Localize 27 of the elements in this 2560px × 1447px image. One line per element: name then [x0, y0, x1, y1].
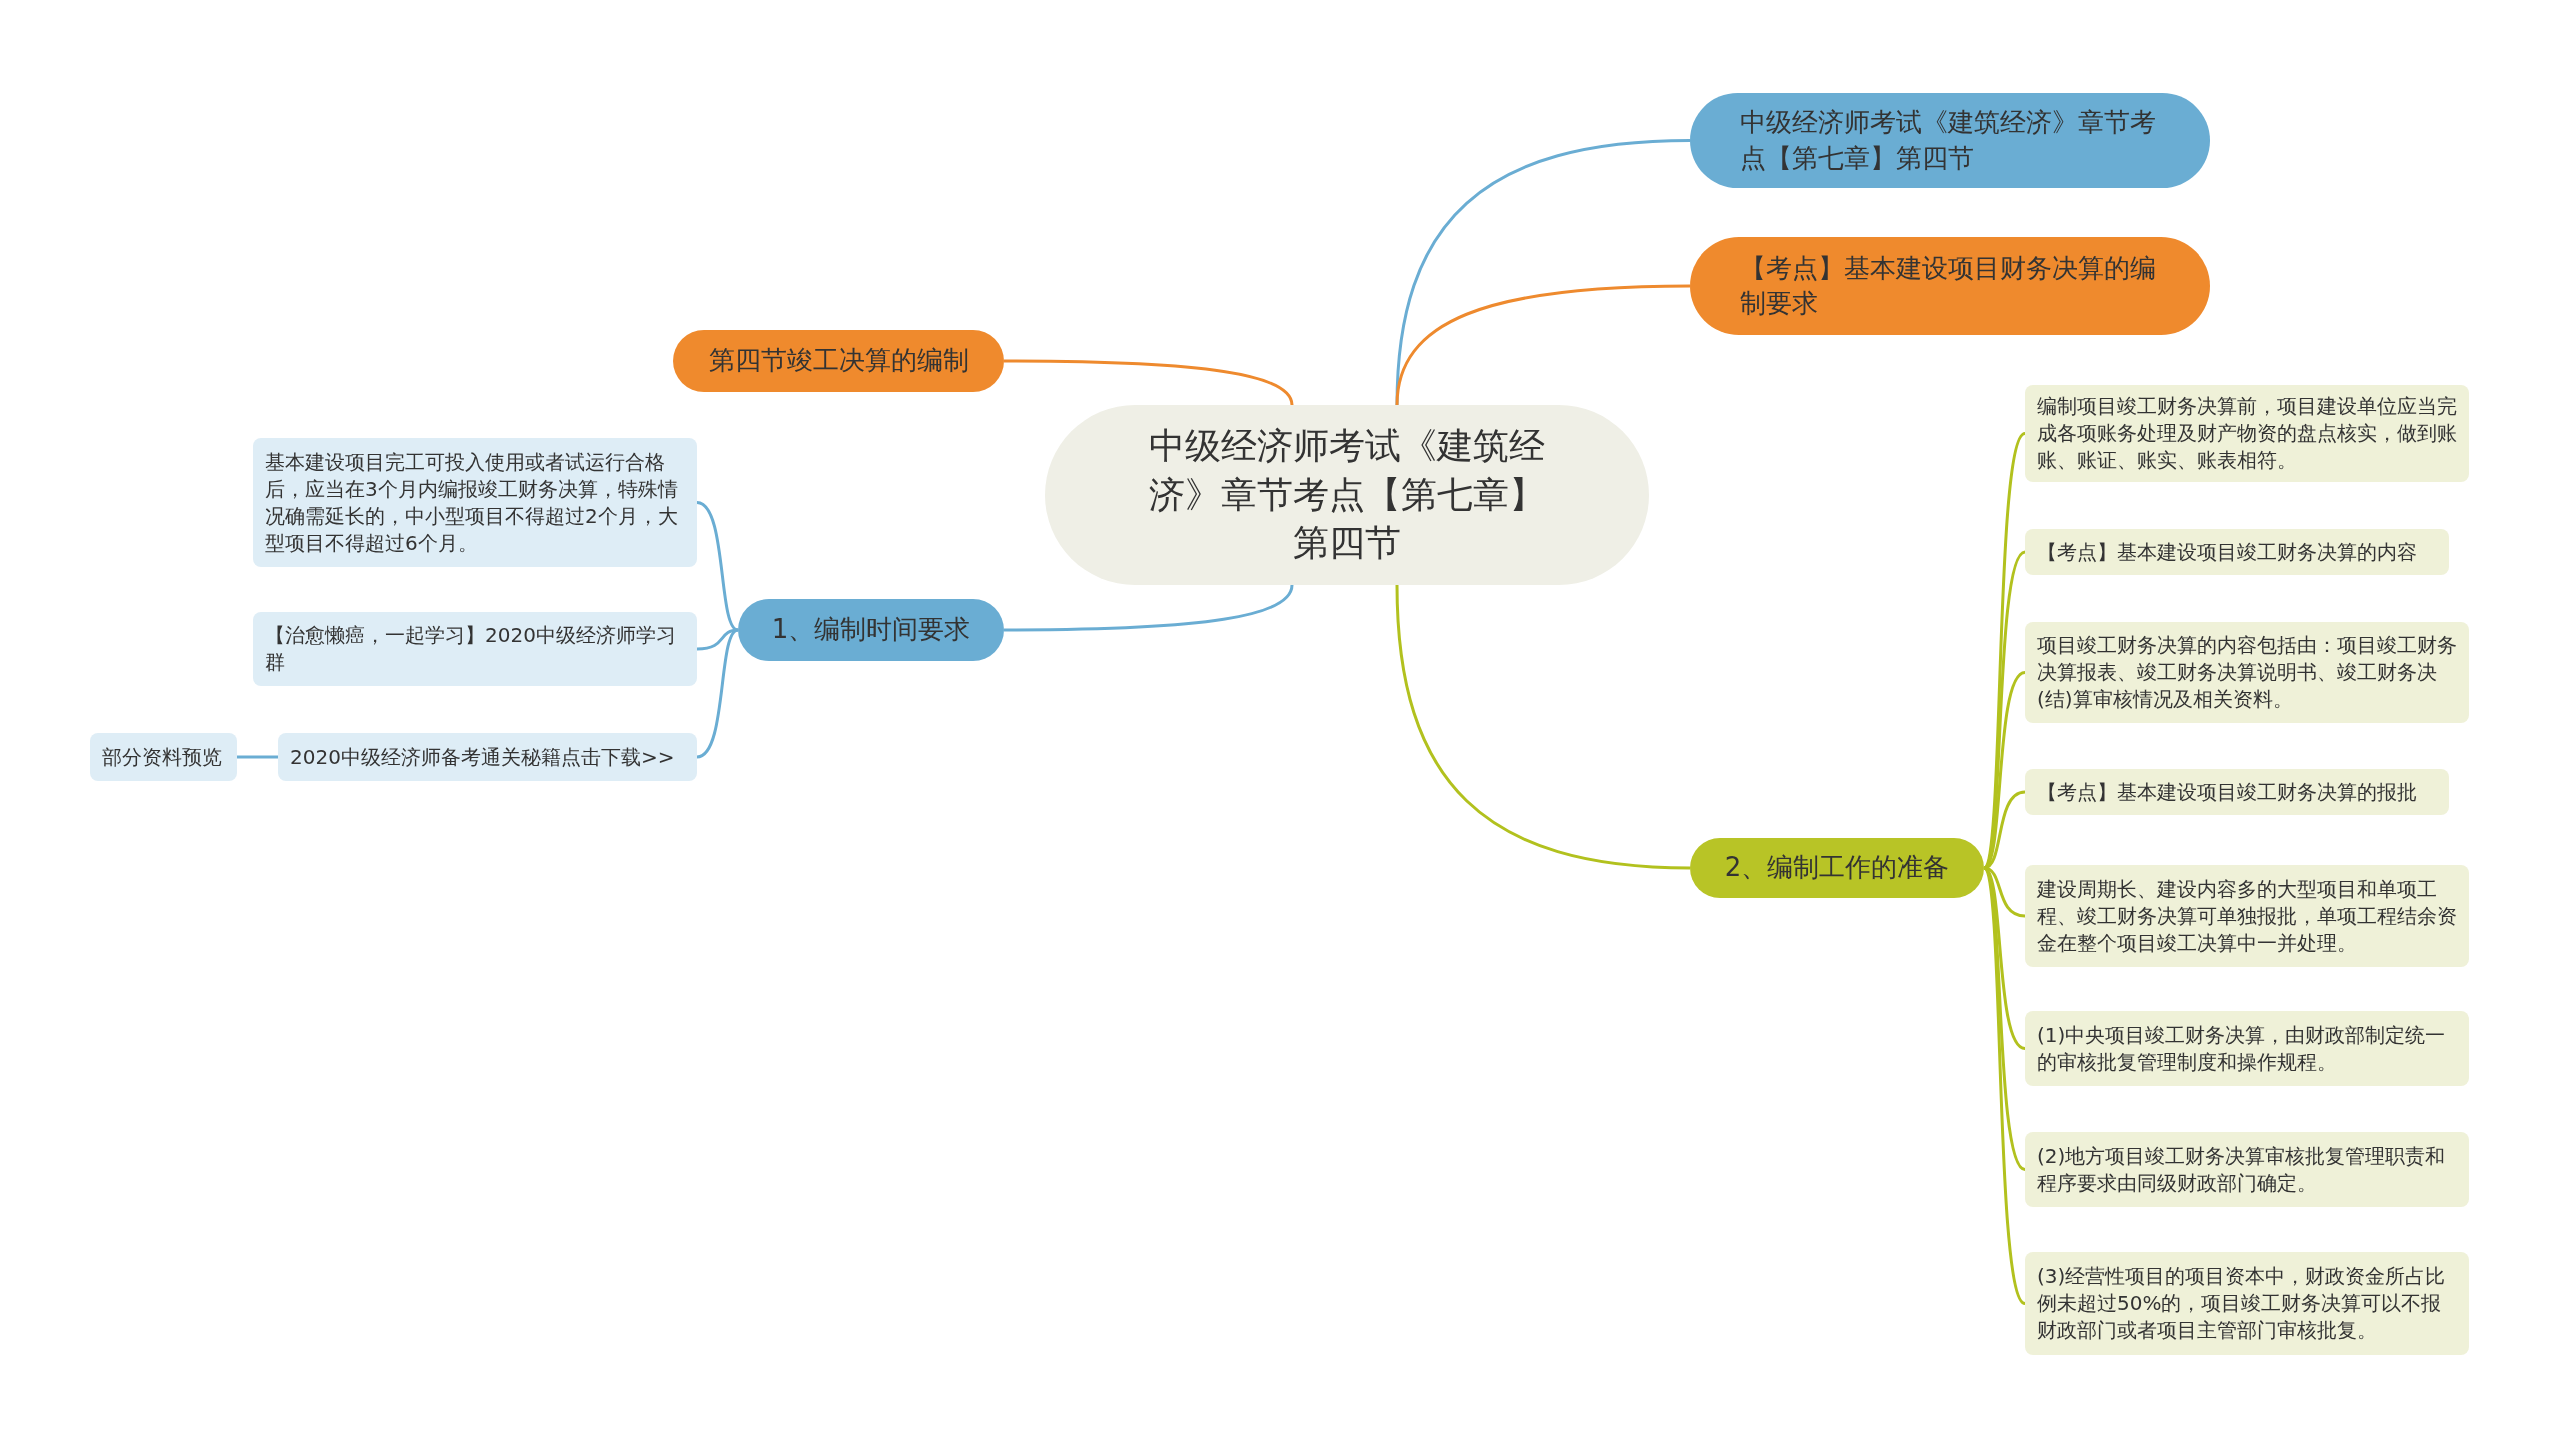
- connector-line: [696, 628, 739, 759]
- note-box: 【考点】基本建设项目竣工财务决算的内容: [2025, 529, 2449, 575]
- note-box: 建设周期长、建设内容多的大型项目和单项工程、竣工财务决算可单独报批，单项工程结余资金在整个项目竣工决算中一并处理。: [2025, 865, 2469, 967]
- connector-line: [1395, 284, 1691, 406]
- note-box: 部分资料预览: [90, 733, 237, 781]
- connector-line: [237, 755, 278, 759]
- note-box: (3)经营性项目的项目资本中，财政资金所占比例未超过50%的，项目竣工财务决算可以不报财政部门或者项目主管部门审核批复。: [2025, 1252, 2469, 1355]
- connector-line: [1982, 867, 2027, 1305]
- note-box: 基本建设项目完工可投入使用或者试运行合格后，应当在3个月内编报竣工财务决算，特殊情况确需延长的，中小型项目不得超过2个月，大型项目不得超过6个月。: [253, 438, 697, 567]
- note-box: (1)中央项目竣工财务决算，由财政部制定统一的审核批复管理制度和操作规程。: [2025, 1011, 2469, 1086]
- connector-line: [1004, 359, 1294, 406]
- note-box: 2020中级经济师备考通关秘籍点击下载>>: [278, 733, 697, 781]
- branch-bubble: 2、编制工作的准备: [1690, 838, 1984, 898]
- connector-line: [696, 501, 739, 632]
- connector-line: [1982, 550, 2026, 869]
- connector-line: [1004, 584, 1294, 632]
- note-box: 【治愈懒癌，一起学习】2020中级经济师学习群: [253, 612, 697, 686]
- branch-bubble: 中级经济师考试《建筑经济》章节考点【第七章】第四节: [1690, 93, 2210, 188]
- note-box: 【考点】基本建设项目竣工财务决算的报批: [2025, 769, 2449, 815]
- branch-bubble: 1、编制时间要求: [738, 599, 1004, 661]
- note-box: 项目竣工财务决算的内容包括由：项目竣工财务决算报表、竣工财务决算说明书、竣工财务决(结)算审核情况及相关资料。: [2025, 622, 2469, 723]
- branch-bubble: 第四节竣工决算的编制: [673, 330, 1004, 392]
- topic-bubble: 中级经济师考试《建筑经济》章节考点【第七章】第四节: [1045, 405, 1649, 585]
- note-box: (2)地方项目竣工财务决算审核批复管理职责和程序要求由同级财政部门确定。: [2025, 1132, 2469, 1207]
- branch-bubble: 【考点】基本建设项目财务决算的编制要求: [1690, 237, 2210, 335]
- note-box: 编制项目竣工财务决算前，项目建设单位应当完成各项账务处理及财产物资的盘点核实，做到账账、账证、账实、账表相符。: [2025, 385, 2469, 482]
- connector-line: [1395, 584, 1691, 870]
